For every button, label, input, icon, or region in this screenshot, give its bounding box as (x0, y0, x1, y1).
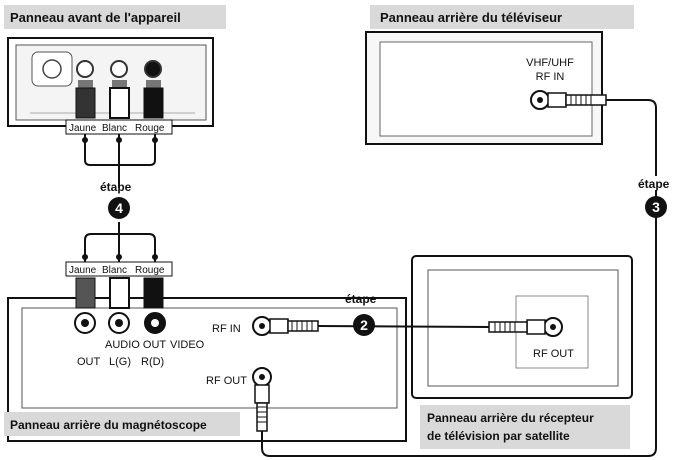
vcr-left-label: L(G) (109, 356, 131, 368)
device-front-title-bg (4, 5, 226, 29)
tv-rear-title-bg (370, 5, 634, 29)
front-yellow-label: Jaune (69, 123, 97, 134)
step4-badge (108, 197, 130, 219)
vcr-white-label: Blanc (102, 265, 127, 276)
step2-badge (353, 314, 375, 336)
vcr-rf-in-label: RF IN (212, 323, 241, 335)
device-front-title: Panneau avant de l'appareil (10, 10, 181, 25)
front-plugs (75, 80, 164, 119)
front-red-label: Rouge (135, 123, 165, 134)
vcr-rf-out-plug (254, 384, 270, 432)
vcr-rf-in-plug (269, 318, 319, 334)
step2-caption: étape (345, 292, 377, 306)
vcr-plugs (75, 277, 164, 309)
vcr-red-label: Rouge (135, 265, 165, 276)
step3-caption: étape (638, 177, 670, 191)
satellite-title-bg (420, 405, 630, 449)
vcr-yellow-label: Jaune (69, 265, 97, 276)
white-jack-icon (110, 60, 128, 78)
tv-rear-title: Panneau arrière du téléviseur (380, 10, 562, 25)
step3-badge (645, 196, 667, 218)
vcr-color-strip (65, 261, 173, 277)
satellite-title-line2: de télévision par satellite (427, 429, 570, 443)
sat-rf-out-label: RF OUT (533, 348, 574, 360)
yellow-jack-icon (76, 60, 94, 78)
vcr-video-label: VIDEO (170, 339, 205, 351)
vcr-rear-title-bg (4, 412, 240, 436)
red-jack-icon (144, 60, 162, 78)
rf-cable-step2 (317, 325, 490, 328)
s-video-jack-icon (42, 59, 62, 79)
vcr-rear-title: Panneau arrière du magnétoscope (10, 418, 207, 432)
step4-number: 4 (115, 200, 123, 216)
tv-rf-plug (547, 92, 607, 108)
vcr-audio-out-label: AUDIO OUT (105, 339, 166, 351)
satellite-title-line1: Panneau arrière du récepteur (427, 411, 594, 425)
tv-port-label-line2: RF IN (536, 71, 565, 83)
rf-cable-step3 (261, 99, 657, 457)
front-white-label: Blanc (102, 123, 127, 134)
sat-rf-plug (488, 319, 546, 335)
vcr-rf-out-label: RF OUT (206, 375, 247, 387)
step3-number: 3 (652, 199, 660, 215)
vcr-out-label: OUT (77, 356, 101, 368)
vcr-right-label: R(D) (141, 356, 164, 368)
step2-number: 2 (360, 317, 368, 333)
tv-rear-panel (365, 31, 603, 145)
device-front-panel (7, 37, 214, 127)
tv-port-label-line1: VHF/UHF (526, 57, 574, 69)
step4-caption: étape (100, 180, 132, 194)
